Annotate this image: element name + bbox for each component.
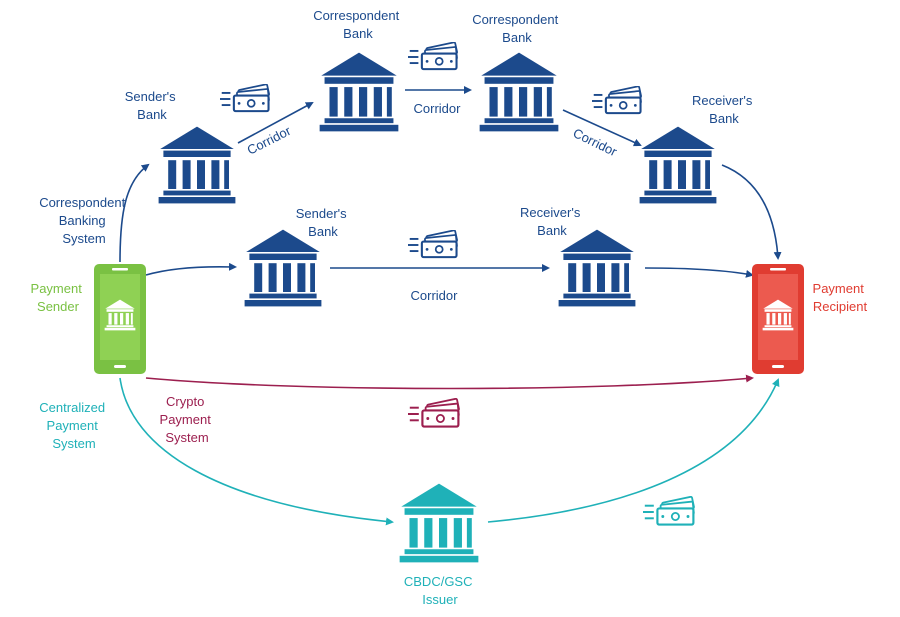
bank-icon [479,52,559,132]
flow-sender-to-senders-bank-top [119,163,150,263]
correspondent-bank-1-label: Correspondent Bank [313,8,403,41]
banknote-icon [408,230,459,259]
flow-lines [119,86,782,526]
crypto-payment-system-label: Crypto Payment System [160,394,215,445]
bank-icon [244,229,322,307]
correspondent-bank-2-label: Correspondent Bank [472,12,562,45]
labels: Sender's Bank Correspondent Bank Corresp… [31,8,868,607]
payment-recipient-label: Payment Recipient [813,281,868,314]
bank-icon [319,52,399,132]
corridor-mid-label: Corridor [411,288,459,303]
correspondent-banking-system-label: Correspondent Banking System [39,195,129,246]
bank-icon [399,483,479,563]
bank-icon [158,126,236,204]
banknote-icon [408,42,459,71]
centralized-payment-system-label: Centralized Payment System [39,400,108,451]
senders-bank-top-label: Sender's Bank [125,89,180,122]
receivers-bank-mid-label: Receiver's Bank [520,205,584,238]
bank-icons [158,52,717,563]
banknote-icon [643,496,696,526]
flow-sender-to-senders-bank-mid [145,262,237,276]
banknote-icon [592,86,643,115]
payment-sender-label: Payment Sender [31,281,86,314]
bank-icon [639,126,717,204]
receivers-bank-top-label: Receiver's Bank [692,93,756,126]
corridor-2-label: Corridor [414,101,462,116]
payment-sender-phone [94,264,146,374]
flow-crypto [145,374,754,390]
cbdc-issuer-label: CBDC/GSC Issuer [404,574,476,607]
corridor-1-label: Corridor [245,123,294,158]
senders-bank-mid-label: Sender's Bank [296,206,351,239]
bank-icon [558,229,636,307]
flow-receivers-bank-to-recipient [721,164,782,260]
flow-cbdc-to-recipient [487,378,780,523]
payment-recipient-phone [752,264,804,374]
flow-corridor-1 [237,102,314,144]
flow-sender-to-cbdc [119,377,394,526]
banknote-icon [220,84,271,113]
flow-corridor-3 [562,109,642,147]
banknote-icon [408,398,461,428]
corridor-3-label: Corridor [571,125,620,159]
flow-receivers-bank-mid-to-recipient [644,267,754,278]
